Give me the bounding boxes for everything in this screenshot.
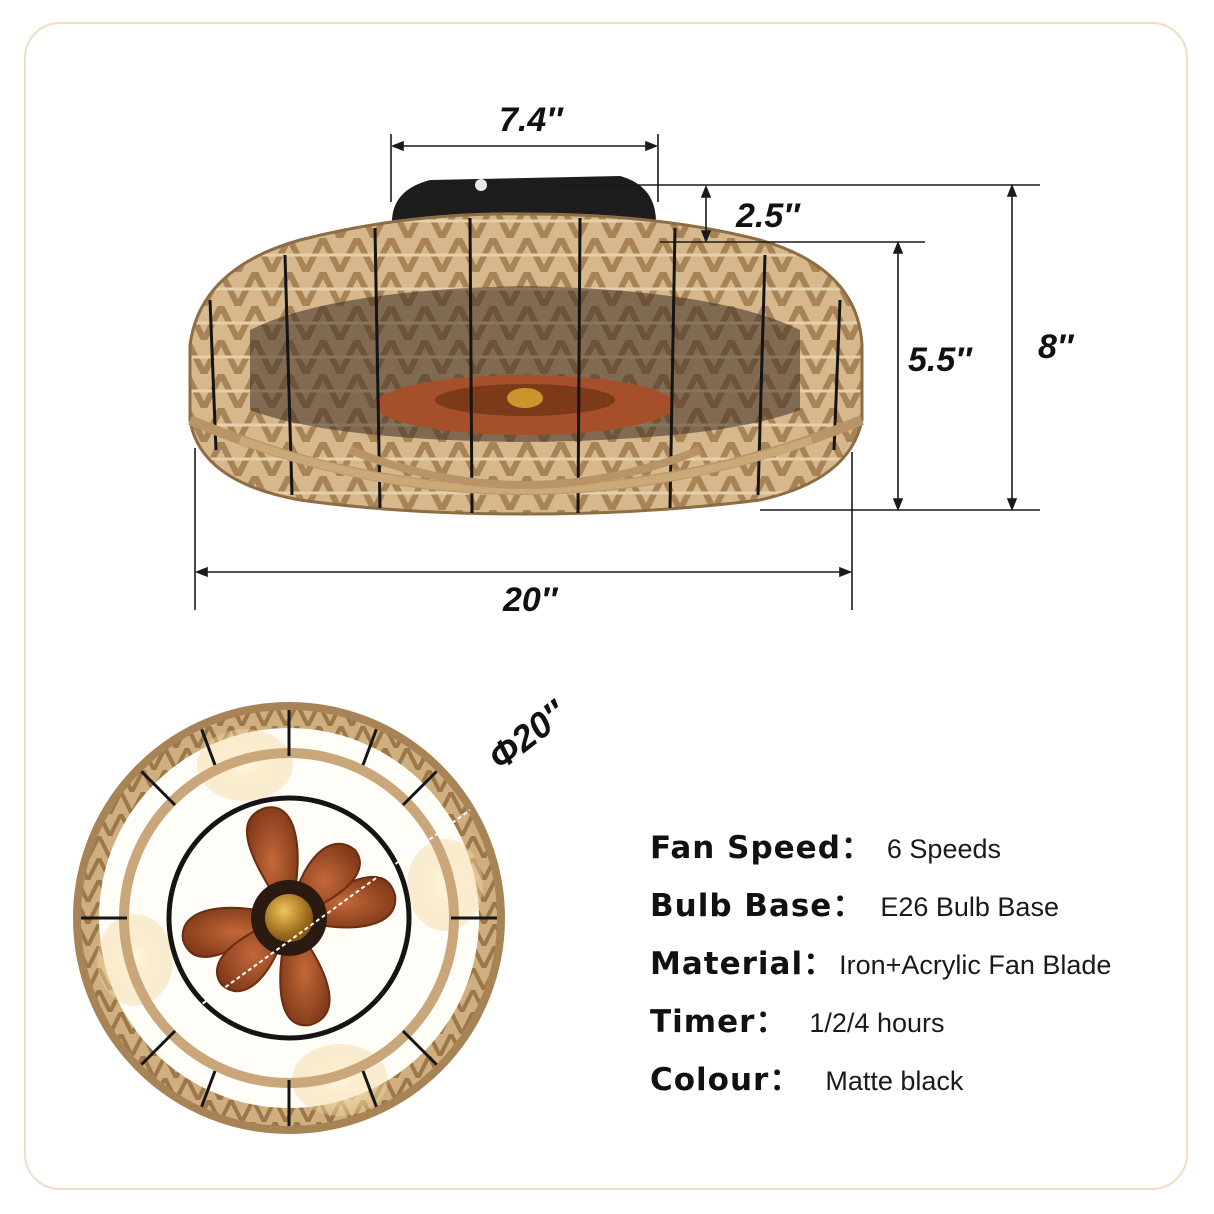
dim-top-width: 7.4″ <box>499 101 563 139</box>
spec-key: Colour： <box>650 1062 802 1098</box>
spec-value: Matte black <box>825 1066 964 1096</box>
spec-key: Fan Speed： <box>650 830 873 866</box>
dimension-lines <box>194 134 1040 610</box>
dim-total-height: 8″ <box>1038 328 1074 366</box>
spec-row-timer: Timer： 1/2/4 hours <box>650 996 944 1041</box>
spec-value: 1/2/4 hours <box>809 1008 945 1038</box>
spec-key: Material： <box>650 946 836 982</box>
spec-row-fan-speed: Fan Speed： 6 Speeds <box>650 822 1001 867</box>
spec-key: Timer： <box>650 1004 788 1040</box>
spec-value: Iron+Acrylic Fan Blade <box>839 950 1112 980</box>
spec-key: Bulb Base： <box>650 888 865 924</box>
spec-value: 6 Speeds <box>886 834 1001 864</box>
spec-value: E26 Bulb Base <box>880 892 1059 922</box>
side-view-fan <box>188 176 864 516</box>
dim-body-height: 5.5″ <box>908 341 972 379</box>
bottom-view-fan <box>73 702 505 1134</box>
spec-row-colour: Colour： Matte black <box>650 1054 963 1099</box>
spec-row-bulb-base: Bulb Base： E26 Bulb Base <box>650 880 1059 925</box>
spec-row-material: Material： Iron+Acrylic Fan Blade <box>650 938 1111 983</box>
dim-overall-width: 20″ <box>503 581 558 619</box>
dim-canopy-height: 2.5″ <box>736 197 800 235</box>
